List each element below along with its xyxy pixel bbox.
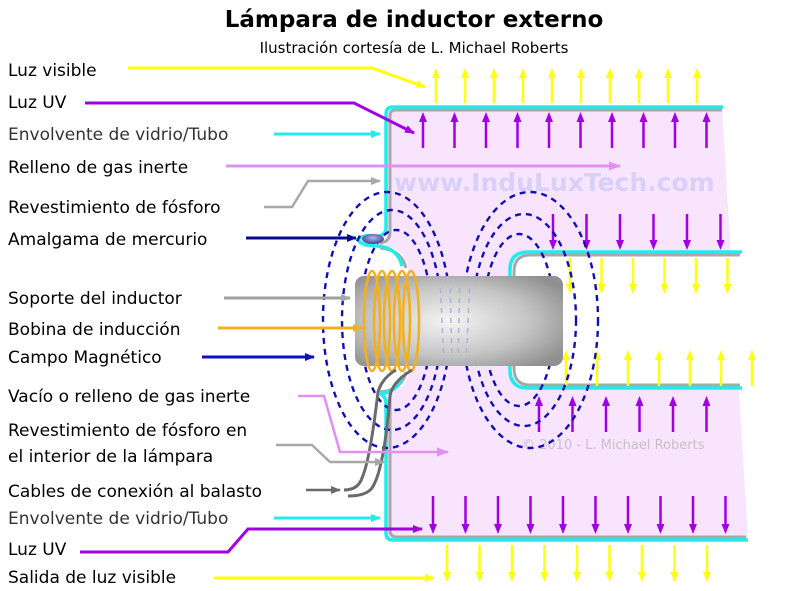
uv-arrow-up-head — [576, 112, 585, 122]
label-induction-coil: Bobina de inducción — [8, 320, 180, 340]
mercury-amalgam — [362, 234, 384, 244]
visible-light-arrows — [432, 68, 756, 582]
label-visible-light-output: Salida de luz visible — [8, 568, 176, 588]
visible-arrow-up-head — [748, 350, 756, 360]
ballast-cables — [343, 368, 413, 498]
uv-arrow-up-head — [450, 112, 459, 122]
labels: Luz visible Luz UV Envolvente de vidrio/… — [8, 61, 262, 588]
uv-arrow-up-head — [669, 396, 677, 406]
diagram-title: Lámpara de inductor externo — [225, 7, 604, 33]
label-mercury-amalgam: Amalgama de mercurio — [8, 230, 207, 250]
visible-arrow-up-head — [562, 350, 570, 360]
visible-arrow-down-head — [597, 284, 606, 294]
visible-arrow-up-head — [655, 350, 663, 360]
uv-arrow-up-head — [482, 112, 490, 122]
leader-inner-phosphor — [276, 443, 385, 466]
uv-arrow-up-head — [635, 396, 644, 406]
uv-arrow-up-head — [535, 396, 543, 406]
faint-field-in-core — [439, 277, 471, 365]
visible-arrow-up-head — [693, 68, 701, 78]
visible-arrow-down-head — [443, 572, 451, 582]
visible-arrow-down-head — [475, 572, 484, 582]
visible-arrow-down-head — [723, 284, 732, 294]
copyright-watermark: © 2010 - L. Michael Roberts — [522, 438, 705, 453]
leader-visible-light — [128, 66, 426, 89]
uv-arrow-down-head — [716, 240, 725, 250]
uv-arrow-down-head — [624, 524, 632, 534]
visible-arrow-up-head — [461, 68, 469, 78]
visible-arrow-up-head — [519, 68, 527, 78]
visible-arrow-up-head — [577, 68, 585, 78]
uv-arrow-down-head — [461, 524, 470, 534]
leader-vacuum-gas — [298, 394, 449, 457]
uv-arrow-up-head — [545, 112, 553, 122]
uv-arrow-up-head — [602, 396, 610, 406]
visible-arrow-down-head — [638, 572, 646, 582]
uv-arrow-up-head — [419, 112, 427, 122]
visible-arrow-down-head — [566, 284, 574, 294]
visible-arrow-up-head — [664, 68, 672, 78]
label-vacuum-or-gas: Vacío o relleno de gas inerte — [8, 387, 250, 407]
induction-coil — [362, 269, 421, 373]
visible-arrow-down-head — [605, 572, 614, 582]
visible-arrow-down-head — [540, 572, 549, 582]
uv-arrow-down-head — [494, 524, 502, 534]
visible-arrow-up-head — [717, 350, 725, 360]
label-visible-light: Luz visible — [8, 61, 97, 81]
uv-arrow-down-head — [649, 240, 658, 250]
uv-arrows — [419, 112, 730, 534]
visible-arrow-up-head — [606, 68, 614, 78]
visible-arrow-up-head — [490, 68, 498, 78]
visible-arrow-down-head — [629, 284, 637, 294]
visible-arrow-down-head — [670, 572, 679, 582]
uv-arrow-up-head — [568, 396, 577, 406]
uv-arrow-down-head — [591, 524, 600, 534]
uv-arrow-down-head — [683, 240, 691, 250]
leader-lines — [80, 66, 621, 582]
visible-arrow-down-head — [692, 284, 700, 294]
uv-arrow-down-head — [721, 524, 730, 534]
visible-arrow-up-head — [635, 68, 643, 78]
leader-uv-light — [85, 101, 415, 135]
field-line-right-outer — [460, 190, 600, 450]
uv-arrow-down-head — [656, 524, 665, 534]
label-phosphor-coating: Revestimiento de fósforo — [8, 198, 221, 218]
uv-arrow-down-head — [549, 240, 557, 250]
label-glass-envelope: Envolvente de vidrio/Tubo — [8, 125, 228, 145]
visible-arrow-down-head — [660, 284, 669, 294]
label-glass-envelope-2: Envolvente de vidrio/Tubo — [8, 509, 228, 529]
uv-arrow-up-head — [608, 112, 616, 122]
visible-arrow-down-head — [573, 572, 581, 582]
uv-arrow-up-head — [702, 396, 711, 406]
label-magnetic-field: Campo Magnético — [8, 348, 162, 368]
label-uv-light: Luz UV — [8, 93, 67, 113]
leader-uv-light-2 — [80, 525, 423, 554]
label-inner-phosphor-line2: el interior de la lámpara — [8, 447, 213, 467]
label-inert-gas-fill: Relleno de gas inerte — [8, 158, 188, 178]
diagram-subtitle: Ilustración cortesía de L. Michael Rober… — [260, 39, 569, 57]
website-watermark: www.InduLuxTech.com — [394, 168, 715, 197]
uv-arrow-up-head — [702, 112, 711, 122]
label-inner-phosphor-line1: Revestimiento de fósforo en — [8, 421, 247, 441]
visible-arrow-down-head — [703, 572, 711, 582]
label-uv-light-2: Luz UV — [8, 540, 67, 560]
visible-arrow-down-head — [508, 572, 516, 582]
uv-arrow-up-head — [513, 112, 522, 122]
uv-arrow-down-head — [429, 524, 437, 534]
uv-arrow-down-head — [689, 524, 697, 534]
visible-arrow-up-head — [686, 350, 694, 360]
visible-arrow-up-head — [548, 68, 556, 78]
uv-arrow-up-head — [639, 112, 648, 122]
visible-arrow-up-head — [624, 350, 632, 360]
label-inductor-support: Soporte del inductor — [8, 289, 182, 309]
label-ballast-cables: Cables de conexión al balasto — [8, 482, 262, 502]
visible-arrow-up-head — [432, 68, 440, 78]
uv-arrow-down-head — [616, 240, 624, 250]
uv-arrow-down-head — [559, 524, 567, 534]
uv-arrow-down-head — [526, 524, 535, 534]
uv-arrow-up-head — [671, 112, 679, 122]
leader-phosphor — [264, 177, 381, 209]
